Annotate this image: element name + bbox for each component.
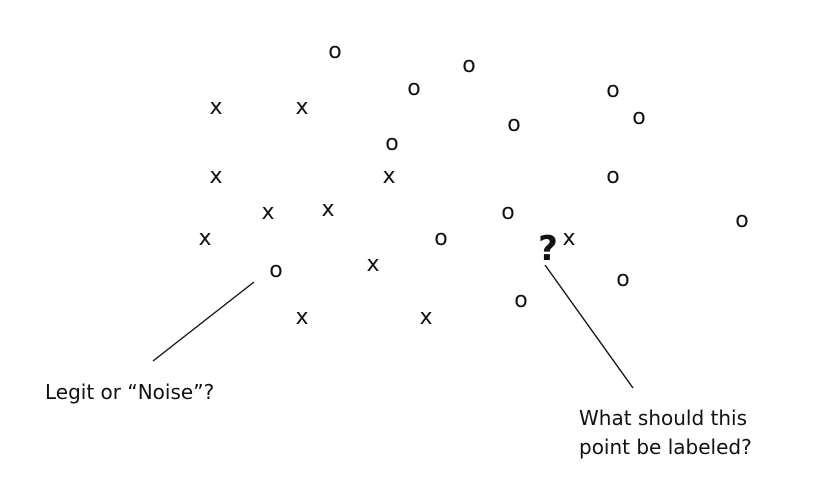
circle-point-mark: o (434, 226, 447, 251)
circle-point-mark: o (462, 53, 475, 78)
circle-point-mark: o (632, 105, 645, 130)
cross-point-mark: x (419, 305, 432, 330)
circle-point-mark: o (507, 112, 520, 137)
circle-point-mark: o (269, 258, 282, 283)
label-question-caption-line1: What should this (579, 406, 748, 430)
cross-point-mark: x (382, 164, 395, 189)
cross-point-mark: x (209, 164, 222, 189)
circle-point-mark: o (385, 131, 398, 156)
circle-point-mark: o (514, 288, 527, 313)
cross-point-mark: x (295, 95, 308, 120)
noise-pointer-line (152, 281, 255, 362)
cross-point-mark: x (562, 226, 575, 251)
cross-point-mark: x (366, 252, 379, 277)
noise-question-caption: Legit or “Noise”? (45, 380, 215, 404)
circle-point-mark: o (606, 78, 619, 103)
label-question-caption-line2: point be labeled? (579, 435, 752, 459)
cross-point-mark: x (321, 197, 334, 222)
circle-point-mark: o (501, 200, 514, 225)
cross-point-mark: x (198, 226, 211, 251)
query-pointer-line (544, 264, 634, 389)
query-point-mark: ? (538, 229, 558, 269)
circle-point-mark: o (616, 267, 629, 292)
cross-point-mark: x (295, 305, 308, 330)
circle-point-mark: o (606, 164, 619, 189)
cross-point-mark: x (261, 200, 274, 225)
circle-point-mark: o (735, 208, 748, 233)
cross-point-mark: x (209, 95, 222, 120)
circle-point-mark: o (407, 76, 420, 101)
circle-point-mark: o (328, 39, 341, 64)
